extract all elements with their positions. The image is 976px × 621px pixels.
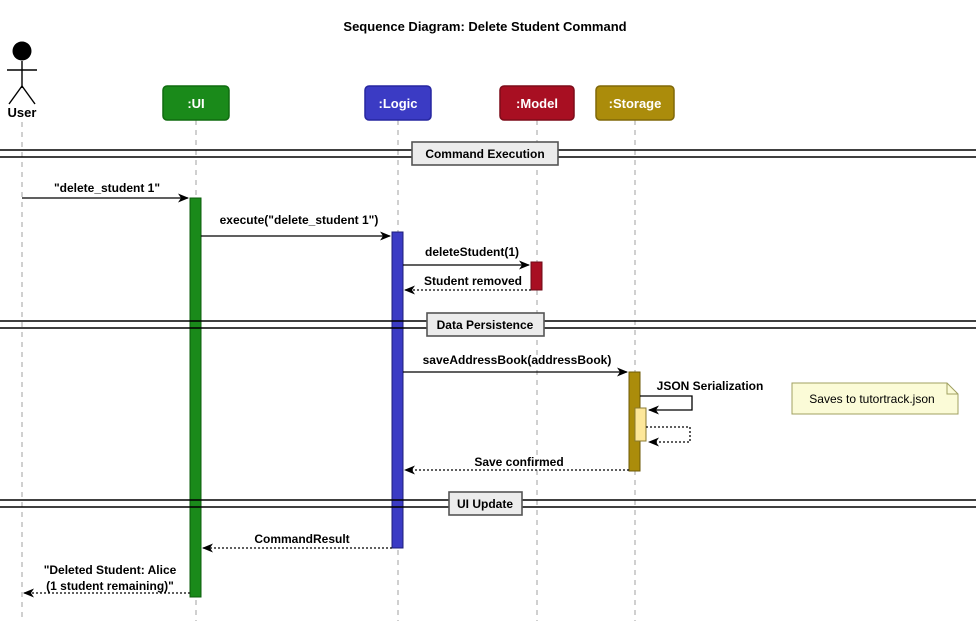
message-delete-student-call: deleteStudent(1) xyxy=(403,245,530,270)
message-json-serialization: JSON Serialization xyxy=(640,379,764,447)
actor-label: User xyxy=(8,105,37,120)
message-save-confirmed: Save confirmed xyxy=(404,455,629,475)
message-deleted-student-result: "Deleted Student: Alice (1 student remai… xyxy=(23,563,190,598)
activation-storage-nested xyxy=(634,407,647,442)
message-save-address-book: saveAddressBook(addressBook) xyxy=(403,353,628,377)
page-title: Sequence Diagram: Delete Student Command xyxy=(343,19,626,34)
message-label-9-line1: "Deleted Student: Alice xyxy=(44,563,177,577)
fragment-data-persistence: Data Persistence xyxy=(0,312,976,337)
message-delete-student-command: "delete_student 1" xyxy=(22,181,189,203)
fragment-command-execution: Command Execution xyxy=(0,141,976,166)
message-label-3: deleteStudent(1) xyxy=(425,245,519,259)
participant-label-logic: :Logic xyxy=(379,96,418,111)
actor-user[interactable]: User xyxy=(7,41,37,121)
activation-model xyxy=(530,261,543,291)
participant-model[interactable]: :Model xyxy=(499,85,575,121)
message-label-8: CommandResult xyxy=(254,532,349,546)
message-student-removed: Student removed xyxy=(404,274,531,295)
message-command-result: CommandResult xyxy=(202,532,392,553)
message-label-5: saveAddressBook(addressBook) xyxy=(423,353,612,367)
fragment-label-data-persistence: Data Persistence xyxy=(437,318,534,332)
participant-label-ui: :UI xyxy=(187,96,204,111)
fragment-label-command-execution: Command Execution xyxy=(425,147,544,161)
message-label-2: execute("delete_student 1") xyxy=(220,213,379,227)
message-label-4: Student removed xyxy=(424,274,522,288)
message-label-7: Save confirmed xyxy=(474,455,563,469)
fragment-ui-update: UI Update xyxy=(0,491,976,516)
message-execute-command: execute("delete_student 1") xyxy=(201,213,391,241)
activation-bars xyxy=(189,197,647,598)
stick-figure-icon xyxy=(7,41,37,105)
message-label-6: JSON Serialization xyxy=(657,379,764,393)
activation-ui xyxy=(189,197,202,598)
participant-storage[interactable]: :Storage xyxy=(595,85,675,121)
note-text: Saves to tutortrack.json xyxy=(809,392,934,406)
participant-label-model: :Model xyxy=(516,96,558,111)
participant-label-storage: :Storage xyxy=(609,96,662,111)
note-saves-file: Saves to tutortrack.json xyxy=(791,382,959,415)
message-label-1: "delete_student 1" xyxy=(54,181,160,195)
fragment-label-ui-update: UI Update xyxy=(457,497,513,511)
message-label-9-line2: (1 student remaining)" xyxy=(46,579,174,593)
participant-ui[interactable]: :UI xyxy=(162,85,230,121)
activation-logic xyxy=(391,231,404,549)
participant-logic[interactable]: :Logic xyxy=(364,85,432,121)
